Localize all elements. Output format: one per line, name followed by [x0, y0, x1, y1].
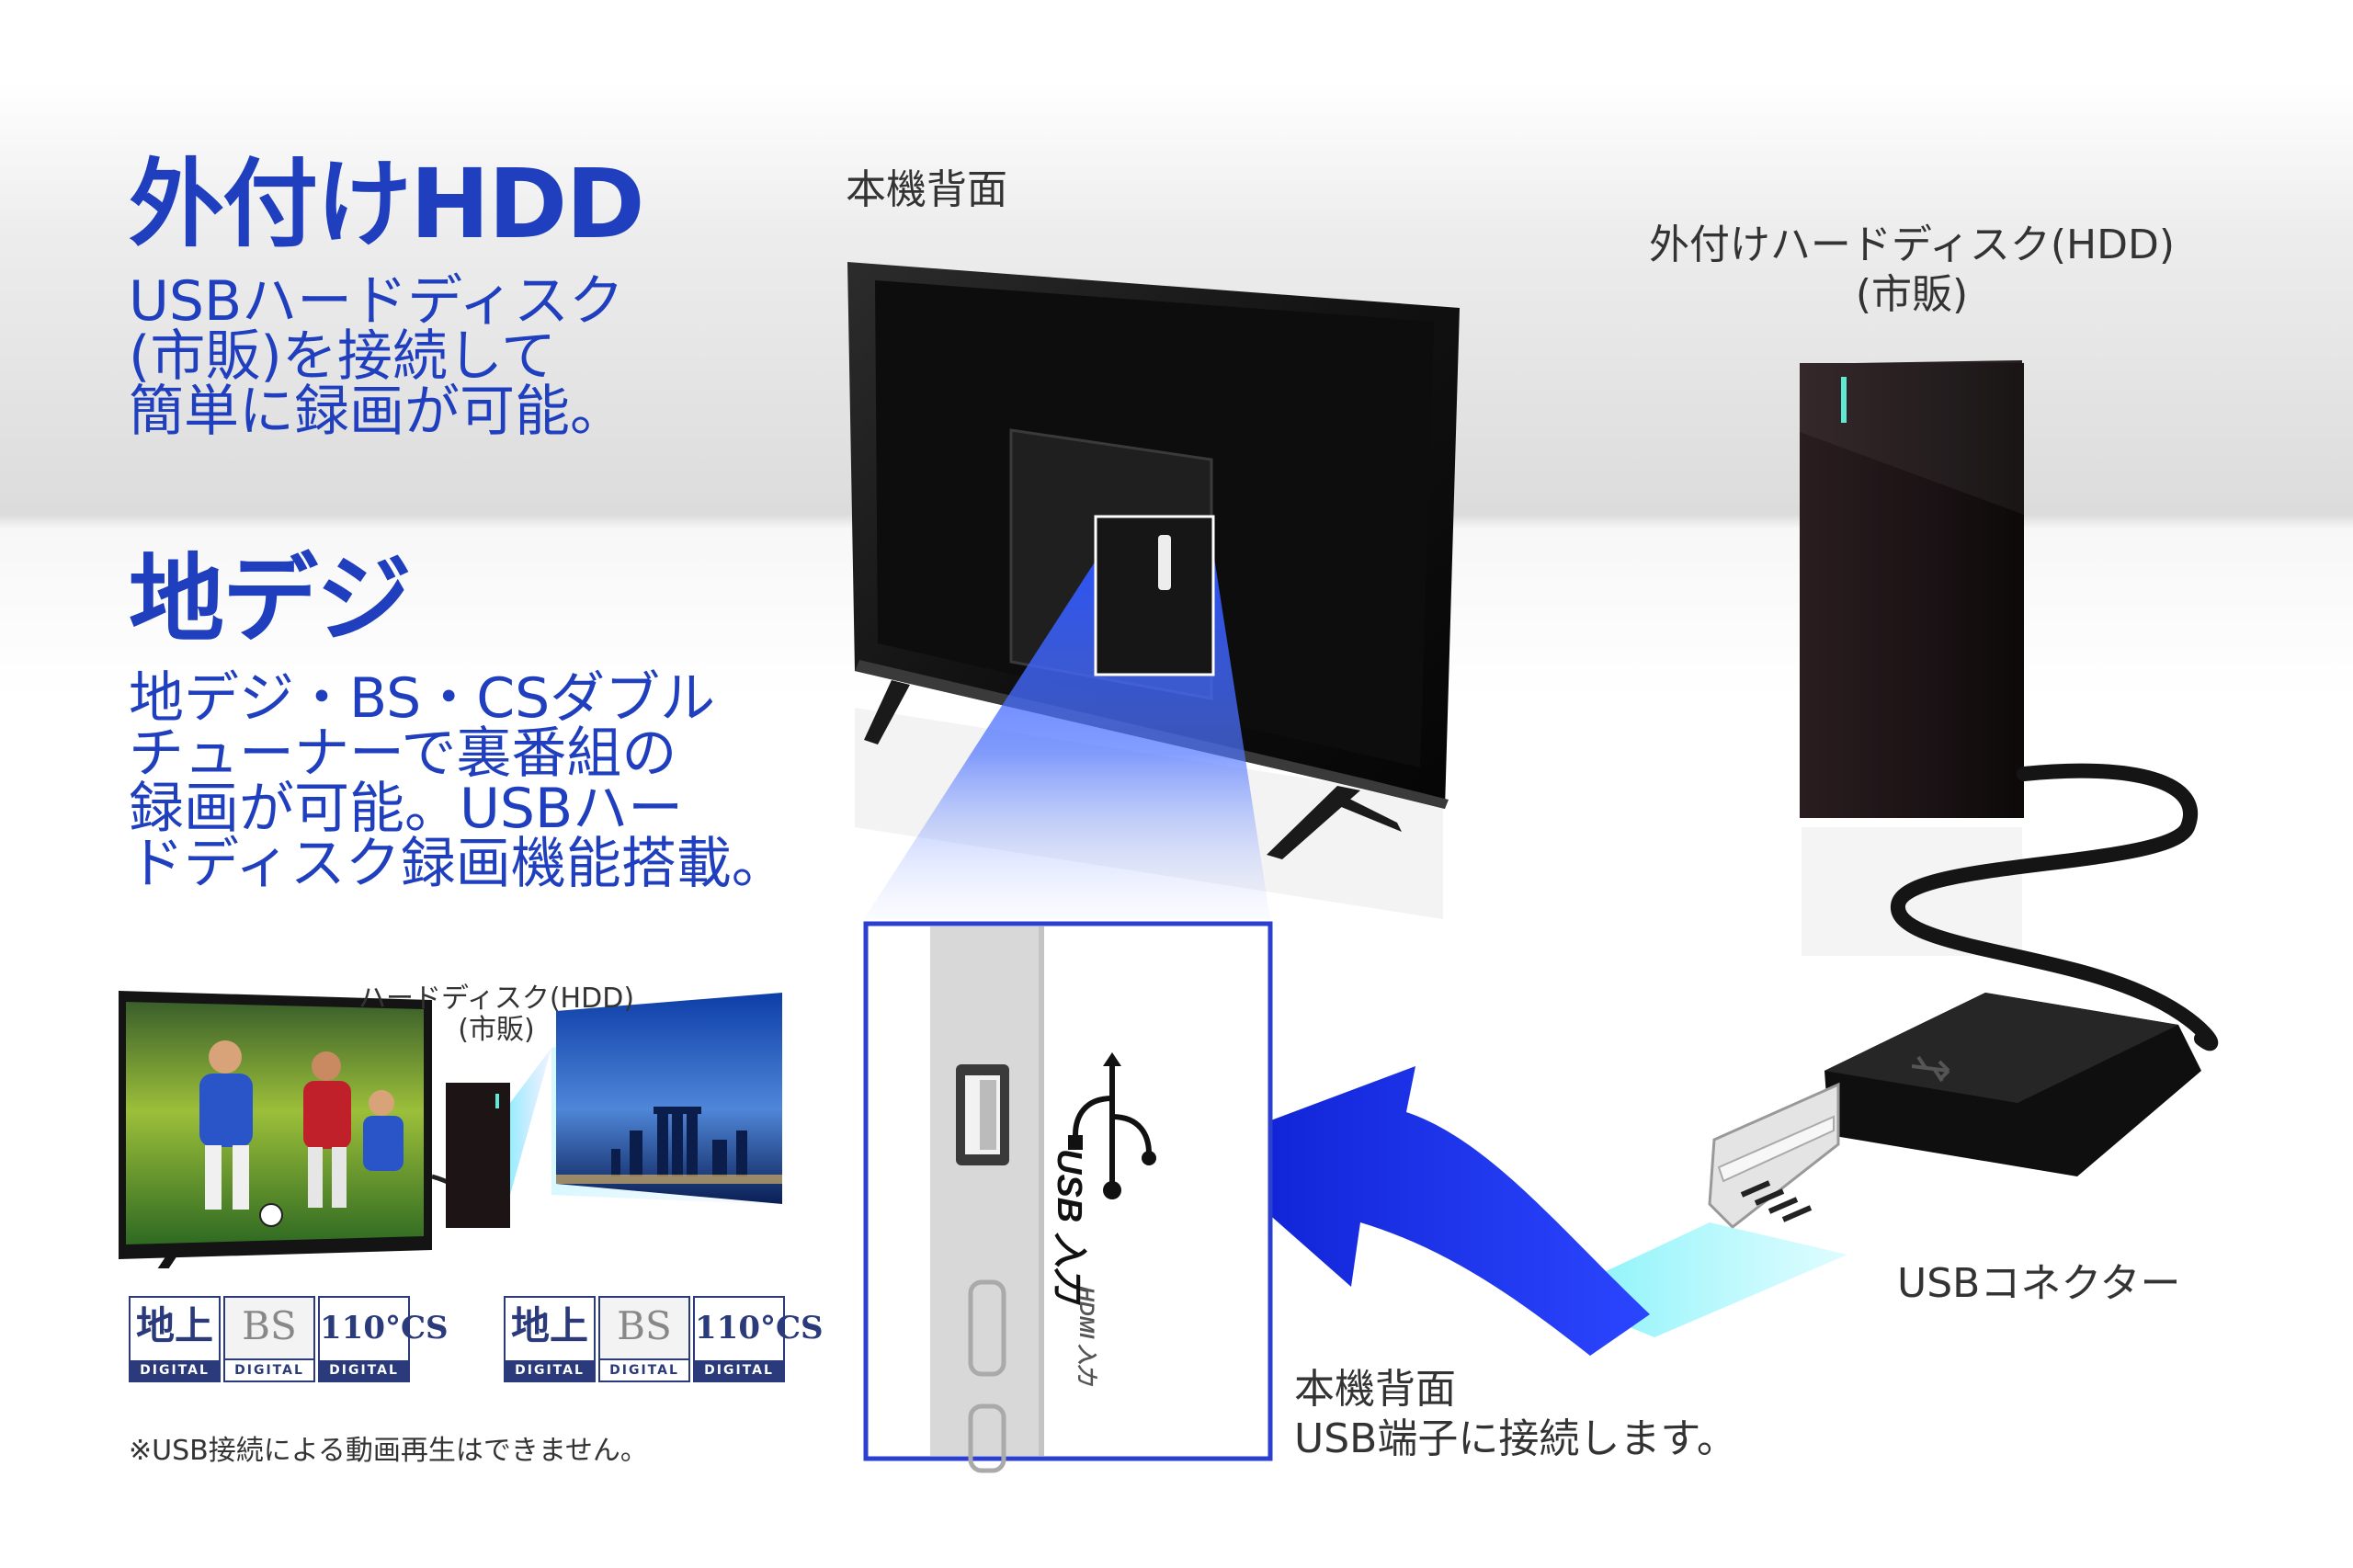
- usb-connector-caption: USBコネクター: [1897, 1260, 2181, 1307]
- recorded-screen: [556, 993, 782, 1204]
- bs-digital-logo: BS DIGITAL: [223, 1296, 315, 1382]
- external-hdd-caption-line: 外付けハードディスク(HDD): [1648, 222, 2176, 268]
- hdd-description-line: (市販)を接続して: [129, 324, 557, 389]
- connection-arrow: [1195, 1066, 1650, 1356]
- usb-cable: [1891, 763, 2219, 1051]
- hdd-description-line: 簡単に録画が可能。: [129, 380, 625, 444]
- small-tv: [119, 991, 432, 1268]
- external-hdd-caption-line: (市販): [1855, 271, 1969, 318]
- hdd-section-title: 外付けHDD: [129, 148, 645, 260]
- digital-description-line: 地デジ・BS・CSダブル: [129, 666, 716, 731]
- digital-description-line: ドディスク録画機能搭載。: [129, 832, 787, 896]
- digital-description-line: チューナーで裏番組の: [129, 722, 677, 786]
- port-closeup: [863, 921, 1273, 1473]
- digital-section-description: 地デジ・BS・CSダブル チューナーで裏番組の 録画が可能。USBハー ドディス…: [129, 671, 787, 892]
- small-hdd-caption-line: (市販): [458, 1014, 535, 1046]
- port-instruction-line: USB端子に接続します。: [1294, 1415, 1737, 1462]
- small-hdd-caption-line: ハードディスク(HDD): [358, 983, 635, 1015]
- port-instruction-line: 本機背面: [1294, 1366, 1456, 1413]
- external-hdd-caption: 外付けハードディスク(HDD) (市販): [1599, 221, 2224, 320]
- terrestrial-digital-logo: 地上 DIGITAL: [504, 1296, 596, 1382]
- external-hdd: [1800, 360, 2024, 818]
- small-hdd-caption: ハードディスク(HDD) (市販): [340, 983, 653, 1046]
- tv-back-caption: 本機背面: [846, 166, 1007, 213]
- cs-digital-logo: 110°CS DIGITAL: [318, 1296, 449, 1382]
- terrestrial-digital-logo: 地上 DIGITAL: [129, 1296, 221, 1382]
- hdd-section-description: USBハードディスク (市販)を接続して 簡単に録画が可能。: [129, 274, 625, 439]
- hdd-description-line: USBハードディスク: [129, 269, 624, 334]
- footnote: ※USB接続による動画再生はできません。: [129, 1435, 648, 1467]
- bs-digital-logo: BS DIGITAL: [598, 1296, 690, 1382]
- usb-plug: [1708, 993, 2201, 1229]
- digital-section-title: 地デジ: [129, 543, 412, 655]
- hdd-status-led: [1841, 377, 1847, 423]
- port-instruction-caption: 本機背面 USB端子に接続します。: [1294, 1365, 1737, 1464]
- small-setup-illustration: [119, 991, 782, 1268]
- digital-description-line: 録画が可能。USBハー: [129, 777, 684, 841]
- small-hdd: [446, 1083, 510, 1228]
- hdmi-port-label: HDMI 入力: [1075, 1287, 1098, 1385]
